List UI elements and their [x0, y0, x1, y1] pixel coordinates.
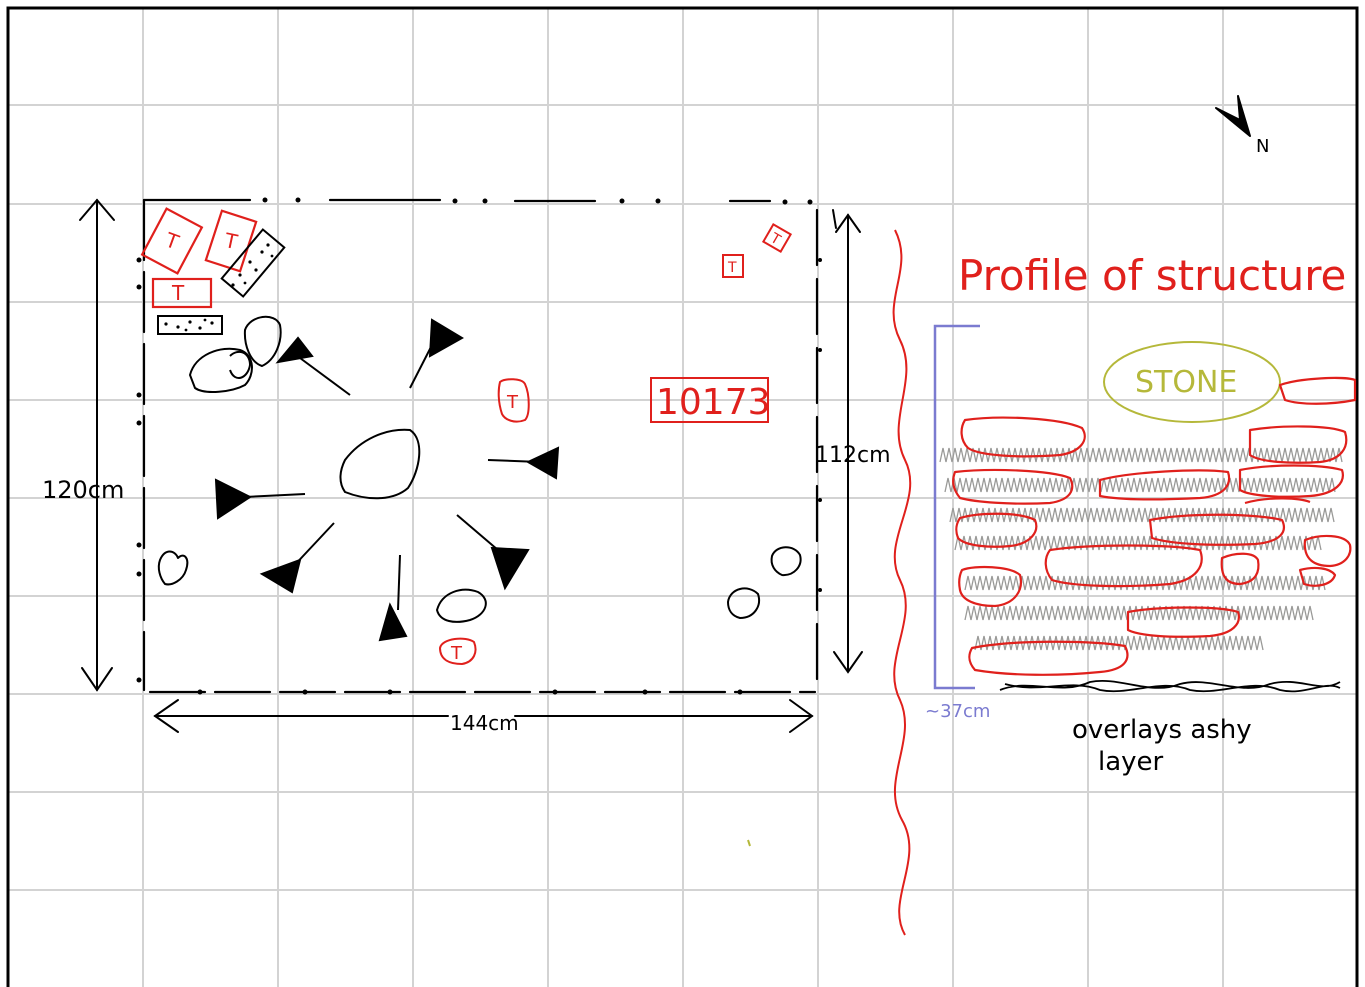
ashy-note-line2: layer: [1098, 747, 1164, 777]
context-number-box: [650, 377, 769, 423]
inner-height-dimension-label: 112cm: [815, 443, 891, 468]
depth-bracket: [933, 324, 980, 690]
hatch-stroke: [944, 477, 1336, 493]
stone-label: STONE: [1135, 365, 1237, 400]
stray-mark: [747, 839, 751, 847]
ashy-note-line1: overlays ashy: [1072, 715, 1252, 745]
stone-label-ellipse: [1103, 341, 1281, 423]
soil-hatching: [939, 447, 1343, 651]
svg-text:T: T: [161, 227, 182, 254]
hatch-stroke: [964, 605, 1314, 621]
grid-paper: [8, 8, 1357, 987]
north-arrow: N: [1215, 95, 1269, 157]
section-divider: [892, 229, 912, 936]
radial-markers: [214, 318, 560, 642]
height-dimension-arrow: [79, 198, 115, 692]
sample-boxes: [157, 228, 286, 335]
page-border: [6, 6, 1359, 987]
width-dimension-label: 144cm: [450, 711, 519, 735]
svg-text:T: T: [506, 392, 519, 413]
svg-text:T: T: [171, 281, 185, 305]
context-number: 10173: [656, 382, 771, 423]
tag-letters-scattered: T T T T: [450, 230, 783, 664]
north-arrow-icon: [1215, 95, 1251, 137]
height-dimension-label: 120cm: [42, 476, 124, 504]
hatch-stroke: [949, 507, 1335, 523]
width-dimension-arrow: [153, 699, 814, 733]
hatch-stroke: [964, 575, 1326, 591]
profile-stones: [952, 376, 1357, 676]
ashy-layer-line: [999, 680, 1341, 693]
svg-text:T: T: [222, 228, 241, 254]
profile-view: Profile of structure ~37cm STONE: [892, 229, 1357, 936]
stones: [157, 315, 802, 623]
plan-view: 120cm 112cm 144cm T T T: [42, 197, 891, 735]
north-label: N: [1256, 136, 1269, 157]
sample-box-stipple: [164, 243, 274, 332]
hatch-stroke: [974, 635, 1264, 651]
depth-label: ~37cm: [925, 701, 990, 722]
plan-boundary: [142, 198, 819, 694]
inner-height-dimension-arrow: [832, 209, 863, 674]
tag-letters-top-left: T T T: [161, 227, 240, 305]
svg-text:T: T: [450, 643, 463, 664]
boundary-dots: [136, 197, 822, 695]
hatch-stroke: [939, 447, 1343, 463]
svg-text:T: T: [727, 260, 737, 276]
tag-boxes-scattered: [438, 222, 793, 666]
profile-title: Profile of structure: [958, 251, 1346, 300]
